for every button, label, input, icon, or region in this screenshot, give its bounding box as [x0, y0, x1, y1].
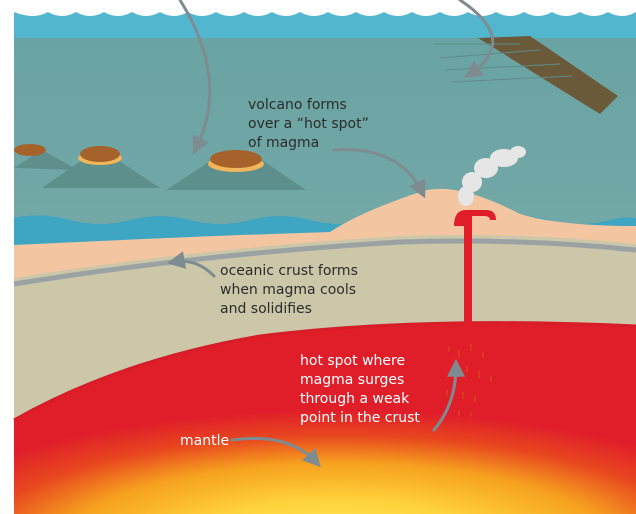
label-hot-spot: hot spot where magma surges through a we… [300, 352, 420, 428]
seamount-left-edge-cap [14, 144, 46, 156]
label-oceanic-crust: oceanic crust forms when magma cools and… [220, 262, 358, 319]
label-volcano: volcano forms over a “hot spot” of magma [248, 96, 369, 153]
page-margin [0, 0, 14, 514]
label-mantle: mantle [180, 432, 229, 451]
seamount-1-top [80, 146, 120, 162]
magma-conduit [464, 214, 472, 336]
